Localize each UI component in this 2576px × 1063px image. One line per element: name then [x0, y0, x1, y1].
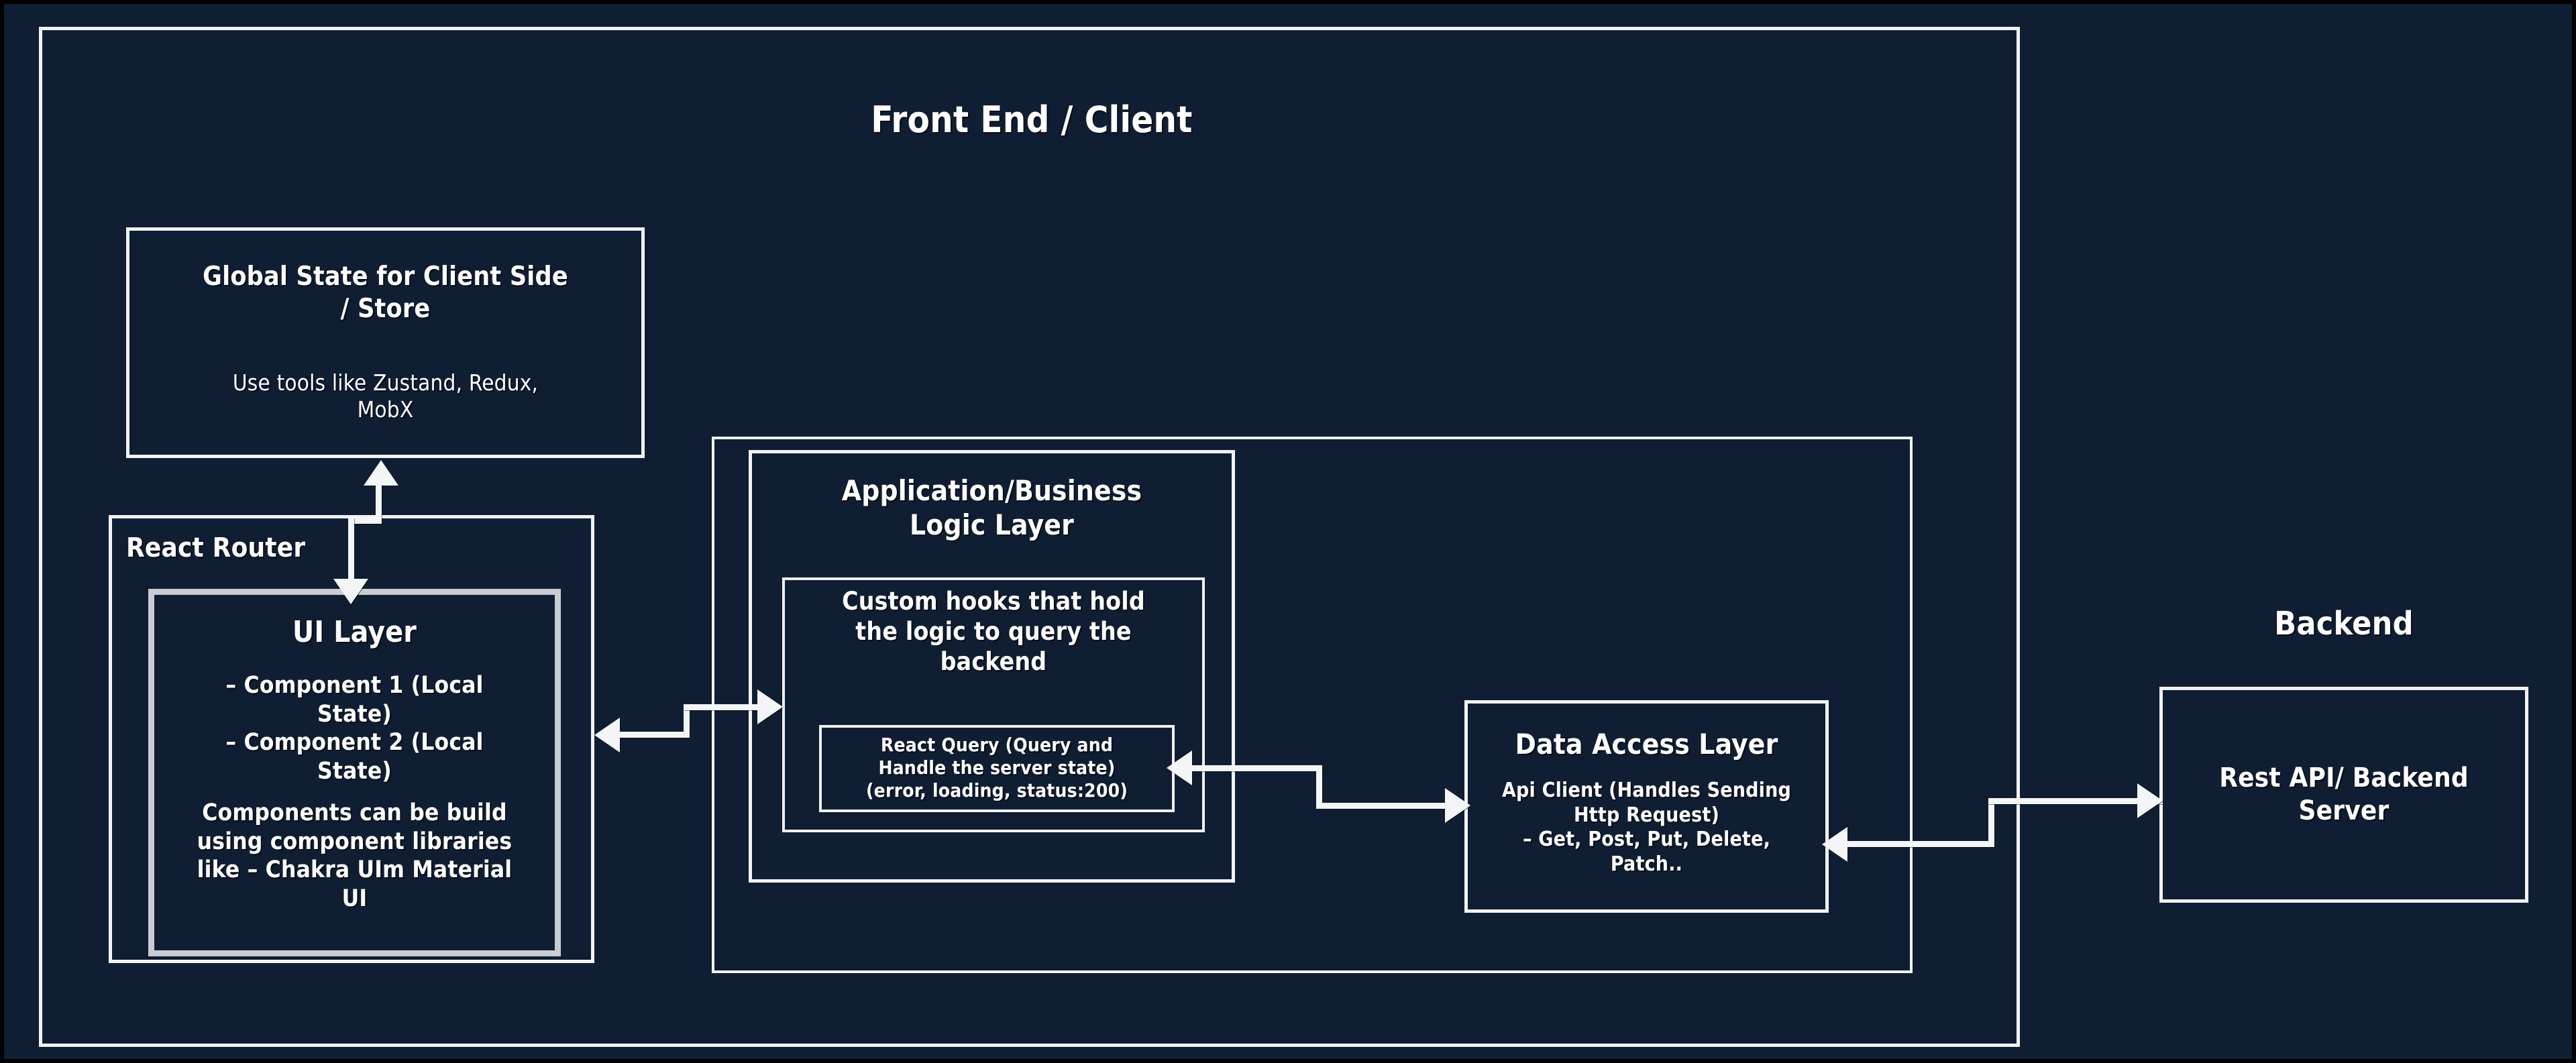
application-business-logic-title: Application/Business Logic Layer: [841, 474, 1142, 542]
arrowhead-up-global-state: [364, 460, 398, 486]
global-state-subtitle: Use tools like Zustand, Redux, MobX: [232, 370, 539, 423]
arrowhead-left-react-query: [1167, 750, 1192, 785]
ui-layer-title: UI Layer: [292, 615, 417, 649]
arrowhead-left-data-access-layer: [1822, 827, 1847, 862]
application-business-logic-box: [749, 450, 1235, 883]
data-access-layer-title: Data Access Layer: [1515, 728, 1778, 761]
backend-title: Backend: [2274, 605, 2414, 642]
react-router-box: [109, 515, 594, 963]
rest-api-backend-server-label: Rest API/ Backend Server: [2219, 763, 2469, 826]
front-end-client-container: [39, 27, 2020, 1047]
arrow-shaft-up-vertical: [376, 484, 382, 521]
global-state-title: Global State for Client Side / Store: [203, 262, 568, 324]
arrowhead-right-custom-hooks: [757, 689, 783, 724]
arrow-shaft-upper-horizontal-ui: [684, 704, 774, 710]
custom-hooks-title: Custom hooks that hold the logic to quer…: [842, 587, 1145, 677]
arrow-shaft-upper-horizontal-api: [1988, 798, 2163, 804]
arrow-shaft-down-vertical: [348, 518, 354, 585]
arrowhead-left-ui-layer: [594, 718, 620, 752]
arrow-shaft-jog-vertical-ui: [684, 704, 690, 738]
arrow-shaft-jog-horizontal: [348, 518, 382, 524]
custom-hooks-box: [782, 577, 1205, 832]
ui-layer-note: Components can be build using component …: [197, 799, 513, 913]
react-router-label: React Router: [126, 533, 306, 563]
arrow-shaft-lower-horizontal-api: [1847, 841, 1994, 847]
arrow-shaft-jog-vertical-api: [1988, 798, 1994, 847]
global-state-box: [126, 227, 645, 458]
front-end-client-title: Front End / Client: [871, 99, 1193, 141]
arrow-shaft-lower-horizontal-dal: [1316, 803, 1464, 809]
arrowhead-right-data-access-layer: [1445, 788, 1470, 823]
arrow-shaft-jog-vertical-dal: [1316, 765, 1322, 809]
data-access-layer-body: Api Client (Handles Sending Http Request…: [1501, 779, 1792, 876]
ui-layer-bullets: – Component 1 (Local State) – Component …: [225, 672, 484, 785]
arrowhead-right-rest-api: [2137, 783, 2163, 818]
react-query-text: React Query (Query and Handle the server…: [865, 734, 1128, 802]
arrowhead-down-ui-layer: [333, 579, 368, 604]
arrow-shaft-lower-horizontal-ui: [619, 732, 690, 738]
arrow-shaft-upper-horizontal-dal: [1191, 765, 1322, 771]
